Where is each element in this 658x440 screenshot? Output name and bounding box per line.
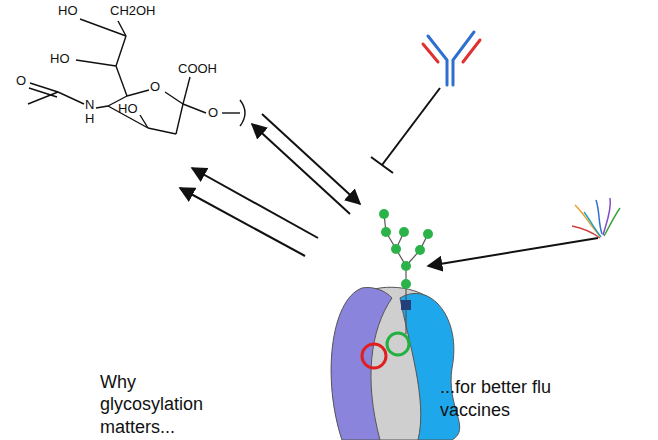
chem-label: H: [85, 112, 94, 126]
antibody: [423, 32, 480, 85]
receptor-fibres: [572, 198, 620, 238]
chem-label: HO: [118, 102, 138, 116]
binding-arrows: [180, 88, 598, 266]
glycan: [379, 209, 433, 334]
chem-label: HO: [50, 52, 70, 66]
caption-text: ...for better flu vaccines: [440, 376, 560, 421]
chem-label: HO: [58, 4, 78, 18]
chem-label: O: [208, 106, 218, 120]
chem-label: N: [85, 98, 94, 112]
chem-label: O: [150, 80, 160, 94]
caption-text: Why glycosylation matters...: [100, 371, 220, 439]
chem-label: O: [16, 74, 26, 88]
chem-label: COOH: [178, 62, 217, 76]
chem-label: CH2OH: [110, 4, 156, 18]
sialic-acid-structure: [28, 19, 245, 134]
